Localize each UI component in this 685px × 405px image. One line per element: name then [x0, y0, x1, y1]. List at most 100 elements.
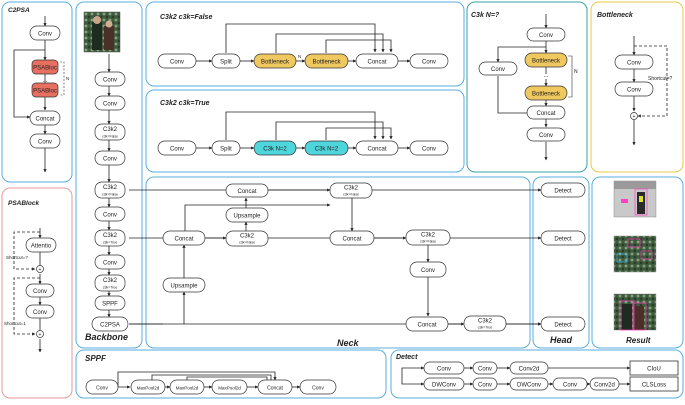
svg-text:Concat: Concat	[267, 386, 283, 392]
psablock-title: PSABlock	[8, 200, 39, 207]
sppf-maxpool-3: MaxPool2d	[211, 379, 248, 395]
c3k2f-conv-in: Conv	[157, 53, 197, 69]
svg-text:Upsample: Upsample	[233, 214, 261, 220]
panel-frames	[1, 1, 684, 399]
svg-text:MaxPool2d: MaxPool2d	[218, 386, 241, 391]
bottleneck-shortcut: Shortcut=?	[648, 76, 673, 82]
c3k2-true-title: C3k2 c3k=True	[160, 100, 210, 107]
psablock-nodes: Attentio + Shortcut=? Conv Conv + Shortc…	[4, 237, 57, 338]
svg-text:SPPF: SPPF	[102, 302, 118, 308]
svg-text:Conv: Conv	[539, 33, 553, 39]
sppf-maxpool-1: MaxPool2d	[130, 379, 166, 395]
psablock-add-1	[36, 265, 44, 273]
detect-panel-title: Detect	[396, 354, 418, 361]
neck-upsample-1: Upsample	[225, 207, 269, 223]
c2psa-psablock-1: PSABloc	[31, 59, 59, 75]
c3k-n-label: N	[574, 69, 578, 75]
c3k2f-bottleneck-2: Bottleneck	[304, 53, 349, 69]
c3k2t-c3k-1: C3k N=2	[253, 140, 297, 156]
c3k-conv-top: Conv	[526, 27, 566, 42]
c3k-panel	[466, 1, 588, 173]
svg-text:Conv: Conv	[422, 60, 436, 66]
svg-text:Conv: Conv	[33, 289, 47, 295]
c2psa-concat: Concat	[29, 110, 61, 126]
svg-text:Detect: Detect	[554, 237, 572, 243]
c2psa-nodes: Conv PSABloc ... PSABloc N Concat Conv	[29, 25, 69, 149]
c3k-bottleneck-2: Bottleneck	[524, 85, 568, 101]
svg-text:DWConv: DWConv	[432, 383, 456, 389]
head-panel	[532, 176, 590, 349]
c3k2-false-title: C3k2 c3k=False	[160, 14, 212, 21]
detect-clsloss: CLSLoss	[629, 376, 679, 392]
svg-text:MaxPool2d: MaxPool2d	[176, 386, 199, 391]
svg-text:c3k=False: c3k=False	[102, 135, 118, 139]
bottleneck-panel	[590, 1, 684, 173]
detect-dwconv-1: DWConv	[423, 377, 465, 391]
detect-ciou: CIoU	[629, 360, 679, 376]
backbone-c2psa: C2PSA	[91, 316, 129, 332]
neck-panel	[145, 176, 531, 349]
svg-text:c3k=True: c3k=True	[103, 286, 118, 290]
c3k2f-bottleneck-1: Bottleneck	[253, 53, 297, 69]
svg-text:Conv: Conv	[103, 78, 117, 84]
bottleneck-add-symbol: +	[633, 114, 636, 120]
c3k-conv-out: Conv	[526, 127, 566, 142]
backbone-conv-5: Conv	[94, 254, 126, 270]
backbone-panel	[75, 1, 143, 349]
head-title: Head	[550, 335, 573, 345]
svg-text:Conv: Conv	[422, 147, 436, 153]
svg-text:Conv: Conv	[103, 102, 117, 108]
svg-text:C3k N=2: C3k N=2	[263, 147, 287, 153]
svg-text:Concat: Concat	[367, 60, 386, 66]
detect-conv-1: Conv	[423, 361, 465, 375]
svg-text:Bottleneck: Bottleneck	[312, 60, 341, 66]
head-nodes: Detect Detect Detect	[540, 182, 586, 332]
c3k2t-split: Split	[211, 140, 241, 156]
svg-text:Conv: Conv	[627, 61, 641, 67]
backbone-conv-1: Conv	[94, 71, 126, 87]
svg-text:Detect: Detect	[554, 323, 572, 329]
backbone-input-image	[83, 11, 121, 53]
neck-upsample-2: Upsample	[162, 277, 206, 293]
svg-text:Conv: Conv	[38, 140, 52, 146]
svg-text:Conv: Conv	[96, 386, 108, 392]
c2psa-conv-bottom: Conv	[29, 133, 61, 149]
head-detect-3: Detect	[540, 316, 586, 332]
result-image-3	[613, 293, 657, 331]
c3k2-true-panel	[145, 89, 465, 173]
svg-text:Conv: Conv	[170, 60, 184, 66]
detect-panel	[390, 349, 684, 399]
sppf-maxpool-2: MaxPool2d	[169, 379, 205, 395]
c3k2-true-nodes: Conv Split C3k N=2 C3k N=2 Concat Conv	[157, 140, 449, 156]
sppf-conv-out: Conv	[299, 379, 337, 395]
sppf-conv-in: Conv	[85, 379, 119, 395]
svg-text:C3k2: C3k2	[478, 319, 493, 325]
svg-text:Attentio: Attentio	[31, 244, 52, 250]
svg-text:Conv: Conv	[103, 157, 117, 163]
svg-text:Concat: Concat	[417, 323, 436, 329]
svg-text:PSABloc: PSABloc	[33, 89, 57, 95]
backbone-conv-3: Conv	[94, 150, 126, 166]
psablock-attention: Attentio	[25, 237, 57, 253]
svg-text:Concat: Concat	[35, 117, 54, 123]
neck-concat-3: Concat	[329, 230, 375, 246]
sppf-panel	[75, 349, 387, 399]
svg-text:Conv: Conv	[563, 383, 577, 389]
c3k-conv-side: Conv	[478, 61, 518, 76]
neck-concat-2: Concat	[162, 230, 206, 246]
svg-text:C3k2: C3k2	[103, 233, 118, 239]
c3k2f-conv-out: Conv	[409, 53, 449, 69]
svg-text:Conv: Conv	[627, 88, 641, 94]
c3k-nodes: Conv Bottleneck ... Bottleneck N Conv Co…	[478, 27, 578, 142]
svg-text:Conv: Conv	[103, 213, 117, 219]
psablock-add-1-symbol: +	[39, 267, 42, 273]
